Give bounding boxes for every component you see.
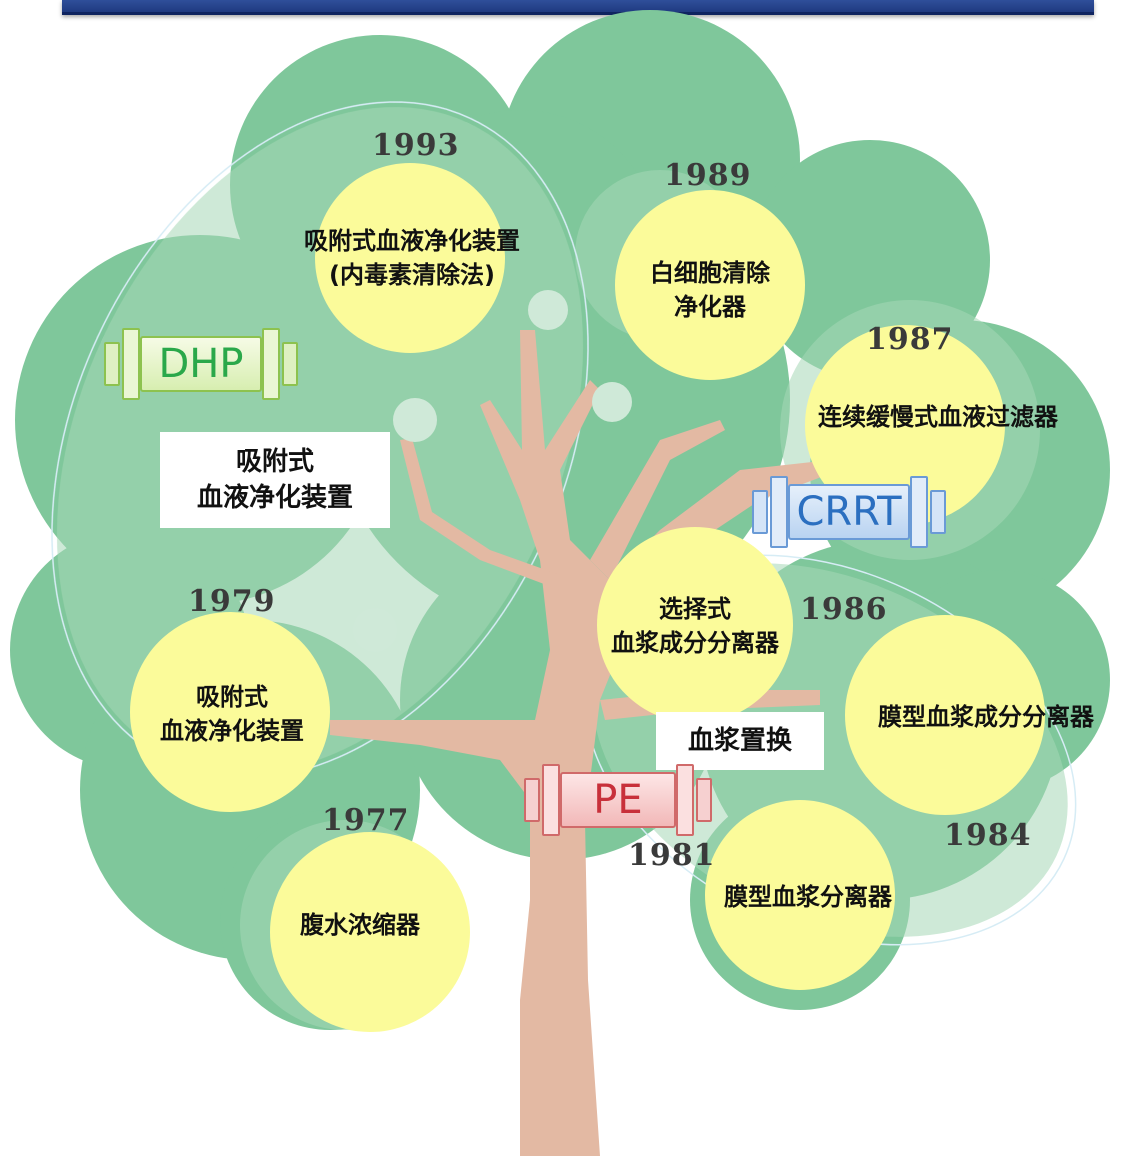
label-selective-1986-line2: 血浆成分分离器 bbox=[611, 629, 779, 657]
circle-1984 bbox=[845, 615, 1045, 815]
device-circles bbox=[130, 163, 1045, 1032]
group-label-pe: 血浆置换 bbox=[656, 712, 824, 770]
badge-crrt-flange-left bbox=[770, 476, 788, 548]
label-selective-1986-line1: 选择式 bbox=[659, 595, 731, 623]
badge-dhp-label: DHP bbox=[140, 336, 262, 392]
circle-1987 bbox=[805, 325, 1005, 525]
badge-pe-cap-right bbox=[696, 778, 712, 822]
label-adsorption-1979-line1: 吸附式 bbox=[196, 683, 268, 711]
circle-1986 bbox=[597, 527, 793, 723]
label-selective-1986: 选择式 血浆成分分离器 bbox=[575, 592, 815, 660]
year-1986: 1986 bbox=[800, 592, 888, 627]
branch-buds bbox=[353, 290, 632, 652]
label-adsorption-1993-line1: 吸附式血液净化装置 bbox=[304, 227, 520, 255]
circle-1979 bbox=[130, 612, 330, 812]
badge-pe-label: PE bbox=[560, 772, 676, 828]
label-adsorption-1979-line2: 血液净化装置 bbox=[160, 717, 304, 745]
badge-crrt-flange-right bbox=[910, 476, 928, 548]
badge-dhp-cap-right bbox=[282, 342, 298, 386]
label-adsorption-1979: 吸附式 血液净化装置 bbox=[124, 680, 340, 748]
title-banner bbox=[62, 0, 1094, 15]
badge-pe-flange-right bbox=[676, 764, 694, 836]
badge-dhp: DHP bbox=[104, 328, 298, 400]
group-label-dhp-line1: 吸附式 bbox=[235, 447, 314, 477]
circle-1993 bbox=[315, 163, 505, 353]
label-leukocyte-1989-line2: 净化器 bbox=[674, 293, 746, 321]
badge-dhp-flange-right bbox=[262, 328, 280, 400]
badge-dhp-cap-left bbox=[104, 342, 120, 386]
year-1979: 1979 bbox=[188, 584, 276, 619]
year-1989: 1989 bbox=[664, 158, 752, 193]
badge-pe: PE bbox=[524, 764, 712, 836]
year-1993: 1993 bbox=[372, 128, 460, 163]
label-membrane-component-1984: 膜型血浆成分分离器 bbox=[878, 703, 1094, 731]
badge-pe-cap-left bbox=[524, 778, 540, 822]
year-1977: 1977 bbox=[322, 803, 410, 838]
label-leukocyte-1989: 白细胞清除 净化器 bbox=[610, 256, 810, 324]
label-ascites-1977: 腹水浓缩器 bbox=[300, 911, 420, 939]
label-adsorption-1993: 吸附式血液净化装置 (内毒素清除法) bbox=[262, 224, 562, 292]
group-label-dhp-line2: 血液净化装置 bbox=[196, 483, 353, 513]
group-label-dhp: 吸附式 血液净化装置 bbox=[160, 432, 390, 528]
label-crrt-filter-1987: 连续缓慢式血液过滤器 bbox=[818, 403, 1058, 431]
circle-1989 bbox=[615, 190, 805, 380]
badge-crrt-label: CRRT bbox=[788, 484, 910, 540]
badge-crrt-cap-right bbox=[930, 490, 946, 534]
label-adsorption-1993-line2: (内毒素清除法) bbox=[329, 261, 495, 289]
label-membrane-plasma-1981: 膜型血浆分离器 bbox=[724, 883, 892, 911]
circle-1977 bbox=[270, 832, 470, 1032]
year-1981: 1981 bbox=[628, 838, 716, 873]
circle-1981 bbox=[705, 800, 895, 990]
badge-crrt-cap-left bbox=[752, 490, 768, 534]
badge-dhp-flange-left bbox=[122, 328, 140, 400]
badge-pe-flange-left bbox=[542, 764, 560, 836]
badge-crrt: CRRT bbox=[752, 476, 946, 548]
label-leukocyte-1989-line1: 白细胞清除 bbox=[650, 259, 770, 287]
year-1987: 1987 bbox=[866, 322, 954, 357]
year-1984: 1984 bbox=[944, 818, 1032, 853]
